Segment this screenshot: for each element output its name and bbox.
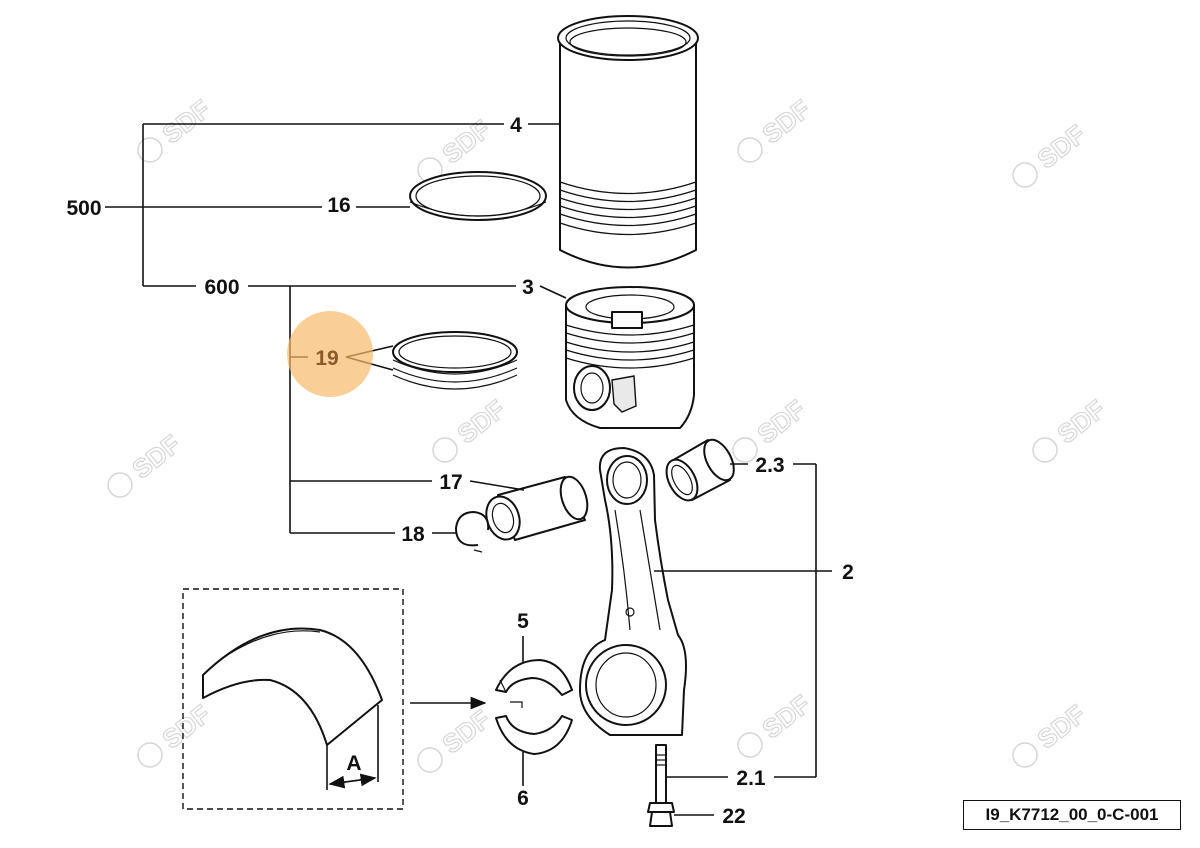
callout-18[interactable]: 18 <box>401 523 425 546</box>
circlip[interactable] <box>455 511 490 553</box>
rod-bolt[interactable] <box>647 744 675 827</box>
detail-label-a: A <box>346 752 361 775</box>
detail-view-a <box>182 588 404 810</box>
callout-22[interactable]: 22 <box>722 805 745 828</box>
watermark-text: SDF <box>1052 394 1111 450</box>
callout-2[interactable]: 2 <box>842 561 854 584</box>
watermark-text: SDF <box>757 94 816 150</box>
callout-500[interactable]: 500 <box>66 197 101 220</box>
seal-ring[interactable] <box>409 171 547 221</box>
small-end-bush[interactable] <box>660 435 740 506</box>
bearing-shells[interactable] <box>495 659 573 755</box>
callout-19[interactable]: 19 <box>315 347 338 370</box>
highlight-marker <box>287 311 373 397</box>
callout-4[interactable]: 4 <box>510 114 522 137</box>
watermark-text: SDF <box>127 429 186 485</box>
watermark-text: SDF <box>437 114 496 170</box>
callout-6[interactable]: 6 <box>517 787 529 810</box>
callout-2-1[interactable]: 2.1 <box>736 767 766 790</box>
callout-16[interactable]: 16 <box>327 194 350 217</box>
callout-5[interactable]: 5 <box>517 610 529 633</box>
piston[interactable] <box>565 286 695 429</box>
connecting-rod[interactable] <box>579 447 687 736</box>
watermark-text: SDF <box>157 699 216 755</box>
callout-labels: 4 500 16 600 3 19 17 18 2.3 2 5 6 A 2.1 … <box>66 114 853 828</box>
watermark-text: SDF <box>437 704 496 760</box>
callout-17[interactable]: 17 <box>439 471 462 494</box>
piston-pin[interactable] <box>481 473 592 543</box>
callout-2-3[interactable]: 2.3 <box>755 454 784 477</box>
watermark-text: SDF <box>157 94 216 150</box>
watermark-text: SDF <box>1032 119 1091 175</box>
callout-3[interactable]: 3 <box>522 276 534 299</box>
watermark-text: SDF <box>757 689 816 745</box>
callout-600[interactable]: 600 <box>204 276 239 299</box>
watermark-text: SDF <box>752 394 811 450</box>
watermark-text: SDF <box>1032 699 1091 755</box>
piston-rings[interactable] <box>392 331 518 390</box>
drawing-reference-code: I9_K7712_00_0-C-001 <box>963 800 1181 830</box>
watermark-text: SDF <box>452 394 511 450</box>
cylinder-liner[interactable] <box>557 15 699 269</box>
leader-lines <box>105 123 832 816</box>
